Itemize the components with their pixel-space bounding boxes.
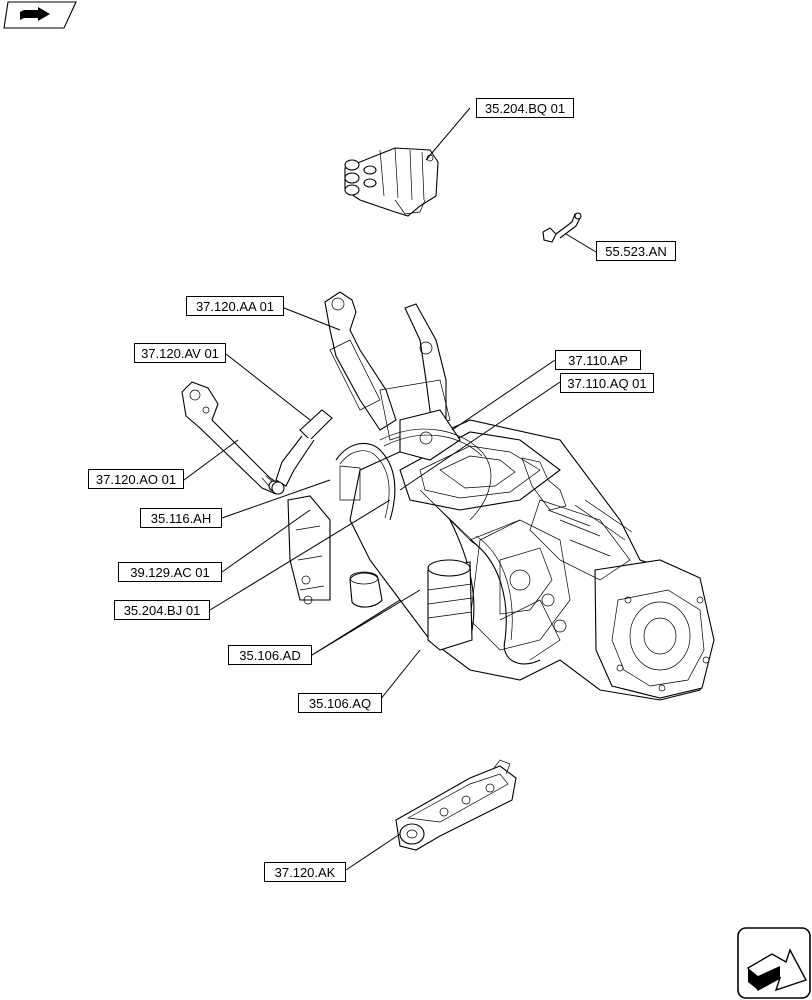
label-valve-bj[interactable]: 35.204.BJ 01 — [114, 600, 210, 620]
label-lift-rod-left[interactable]: 37.120.AV 01 — [134, 343, 226, 363]
lift-rod-drawing — [271, 409, 333, 495]
label-pipe-aq[interactable]: 37.110.AQ 01 — [560, 373, 654, 393]
drawbar-drawing — [395, 759, 517, 851]
sensor-drawing — [542, 212, 582, 243]
label-valve-block[interactable]: 35.204.BQ 01 — [476, 98, 574, 118]
book-nav-icon[interactable] — [3, 1, 77, 29]
next-page-arrow-icon[interactable] — [737, 927, 811, 999]
transmission-assembly-drawing — [287, 291, 715, 701]
label-pipe-ah[interactable]: 35.116.AH — [140, 508, 222, 528]
label-lower-link[interactable]: 37.120.AO 01 — [88, 469, 184, 489]
label-bracket[interactable]: 39.129.AC 01 — [118, 562, 222, 582]
valve-block-drawing — [344, 147, 439, 217]
lower-link-drawing — [181, 381, 283, 495]
label-filter-ad[interactable]: 35.106.AD — [228, 645, 312, 665]
label-sensor[interactable]: 55.523.AN — [596, 241, 676, 261]
label-drawbar[interactable]: 37.120.AK — [264, 862, 346, 882]
label-pipe-ap[interactable]: 37.110.AP — [555, 350, 641, 370]
label-lift-arm[interactable]: 37.120.AA 01 — [186, 296, 284, 316]
label-filter-aq[interactable]: 35.106.AQ — [298, 693, 382, 713]
leader-lines — [183, 107, 597, 871]
